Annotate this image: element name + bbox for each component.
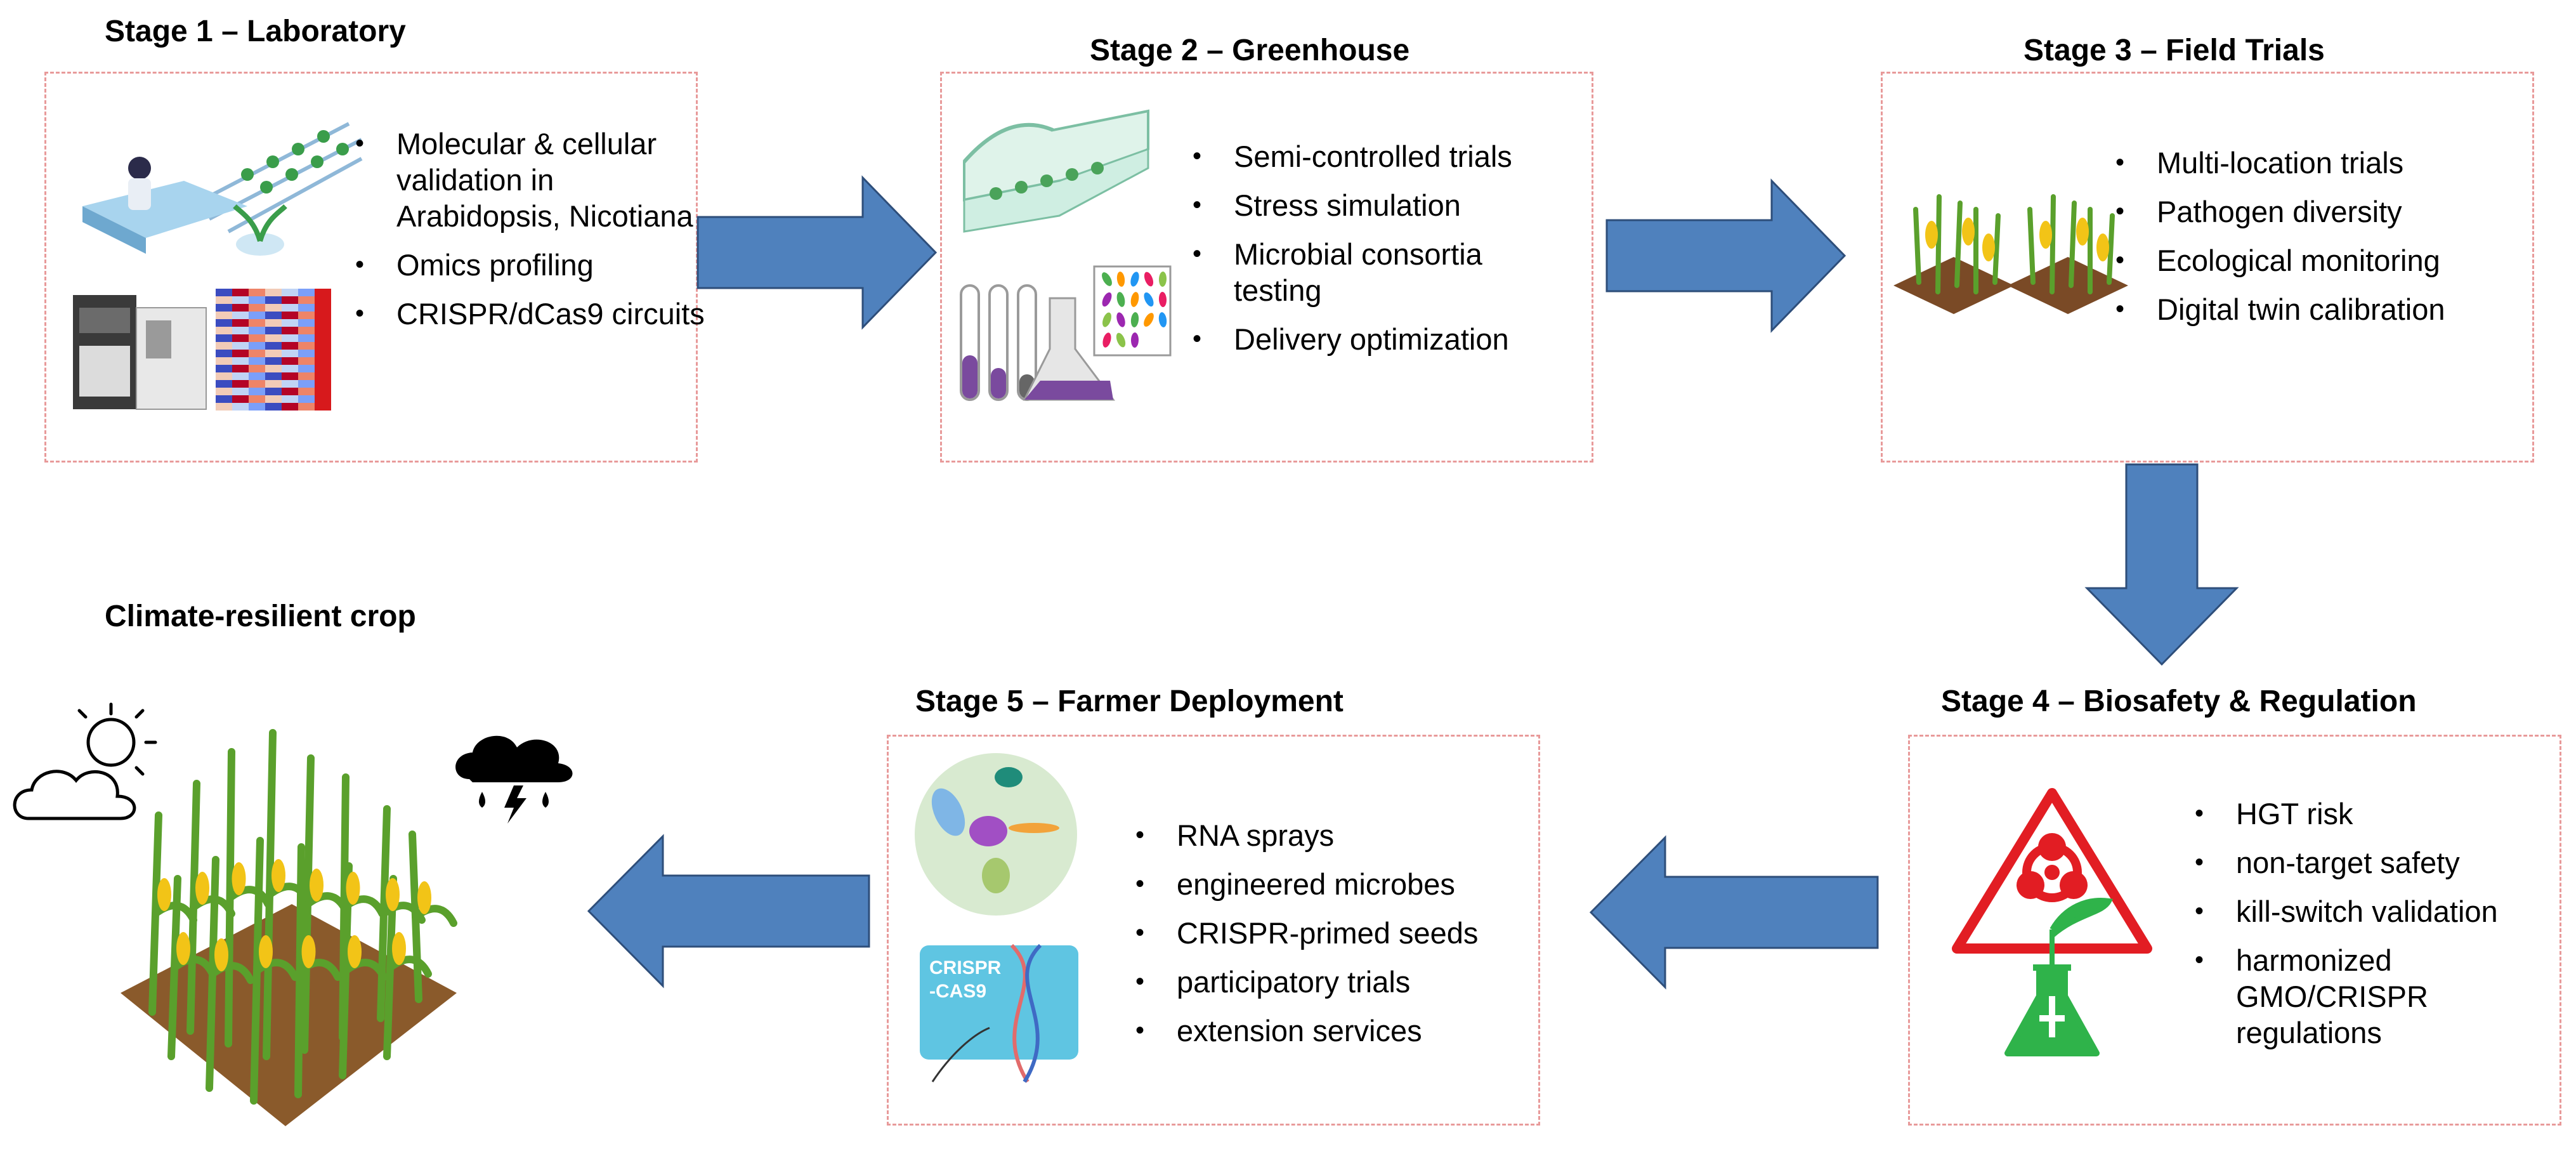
stage2-item: Semi-controlled trials xyxy=(1193,138,1573,174)
arrow-stage5-to-outcome xyxy=(587,834,870,989)
crispr-card-icon: CRISPR -CAS9 xyxy=(920,943,1078,1083)
stage3-item: Digital twin calibration xyxy=(2115,291,2521,327)
arrow-stage1-to-stage2 xyxy=(696,175,938,330)
outcome-title: Climate-resilient crop xyxy=(105,600,416,633)
sequencer-heatmap-icon xyxy=(73,289,331,411)
stage5-item: participatory trials xyxy=(1135,964,1529,1000)
stage2-item: Stress simulation xyxy=(1193,187,1573,223)
stage3-item: Multi-location trials xyxy=(2115,145,2521,181)
stage1-item: Omics profiling xyxy=(355,247,710,283)
stage2-box xyxy=(940,72,1593,463)
crop-field-icon xyxy=(1893,194,2128,314)
stage1-item: CRISPR/dCas9 circuits xyxy=(355,296,710,332)
stage1-list: Molecular & cellular validation in Arabi… xyxy=(355,126,710,345)
stage1-title: Stage 1 – Laboratory xyxy=(105,15,406,48)
stage3-item: Ecological monitoring xyxy=(2115,242,2521,279)
crispr-card-label: CRISPR xyxy=(929,957,1002,978)
lab-scientist-icon xyxy=(82,122,363,256)
microbes-icon xyxy=(915,753,1077,916)
crispr-card-label: -CAS9 xyxy=(929,981,986,1002)
stage5-box xyxy=(887,735,1540,1126)
stage3-box xyxy=(1881,72,2534,463)
stage2-list: Semi-controlled trials Stress simulation… xyxy=(1193,138,1573,370)
stage3-title: Stage 3 – Field Trials xyxy=(2024,34,2325,67)
stage2-item: Delivery optimization xyxy=(1193,321,1573,357)
stage5-list: RNA sprays engineered microbes CRISPR-pr… xyxy=(1135,817,1529,1061)
stage5-item: CRISPR-primed seeds xyxy=(1135,915,1529,951)
stage4-item: kill-switch validation xyxy=(2195,893,2550,929)
stage4-title: Stage 4 – Biosafety & Regulation xyxy=(1941,685,2417,718)
test-tubes-icon xyxy=(960,265,1172,401)
arrow-stage2-to-stage3 xyxy=(1605,178,1847,333)
arrow-stage3-to-stage4 xyxy=(2084,463,2239,666)
arrow-stage4-to-stage5 xyxy=(1589,835,1879,990)
stage5-item: engineered microbes xyxy=(1135,866,1529,902)
stage2-title: Stage 2 – Greenhouse xyxy=(1090,34,1410,67)
stage3-item: Pathogen diversity xyxy=(2115,194,2521,230)
stage1-item: Molecular & cellular validation in Arabi… xyxy=(355,126,710,234)
stage4-item: non-target safety xyxy=(2195,844,2550,881)
stage5-item: extension services xyxy=(1135,1013,1529,1049)
stage2-item: Microbial consortia testing xyxy=(1193,236,1573,308)
crop-field-icon xyxy=(121,729,457,1126)
stage4-item: harmonized GMO/CRISPR regulations xyxy=(2195,942,2550,1051)
stage5-title: Stage 5 – Farmer Deployment xyxy=(915,685,1344,718)
weather-icon xyxy=(13,702,157,820)
stage5-item: RNA sprays xyxy=(1135,817,1529,853)
stage4-item: HGT risk xyxy=(2195,796,2550,832)
greenhouse-icon xyxy=(962,109,1149,233)
stage3-list: Multi-location trials Pathogen diversity… xyxy=(2115,145,2521,340)
stage4-box xyxy=(1908,735,2561,1126)
storm-cloud-icon xyxy=(455,735,573,824)
biohazard-icon xyxy=(1952,788,2152,1056)
stage4-list: HGT risk non-target safety kill-switch v… xyxy=(2195,796,2550,1063)
